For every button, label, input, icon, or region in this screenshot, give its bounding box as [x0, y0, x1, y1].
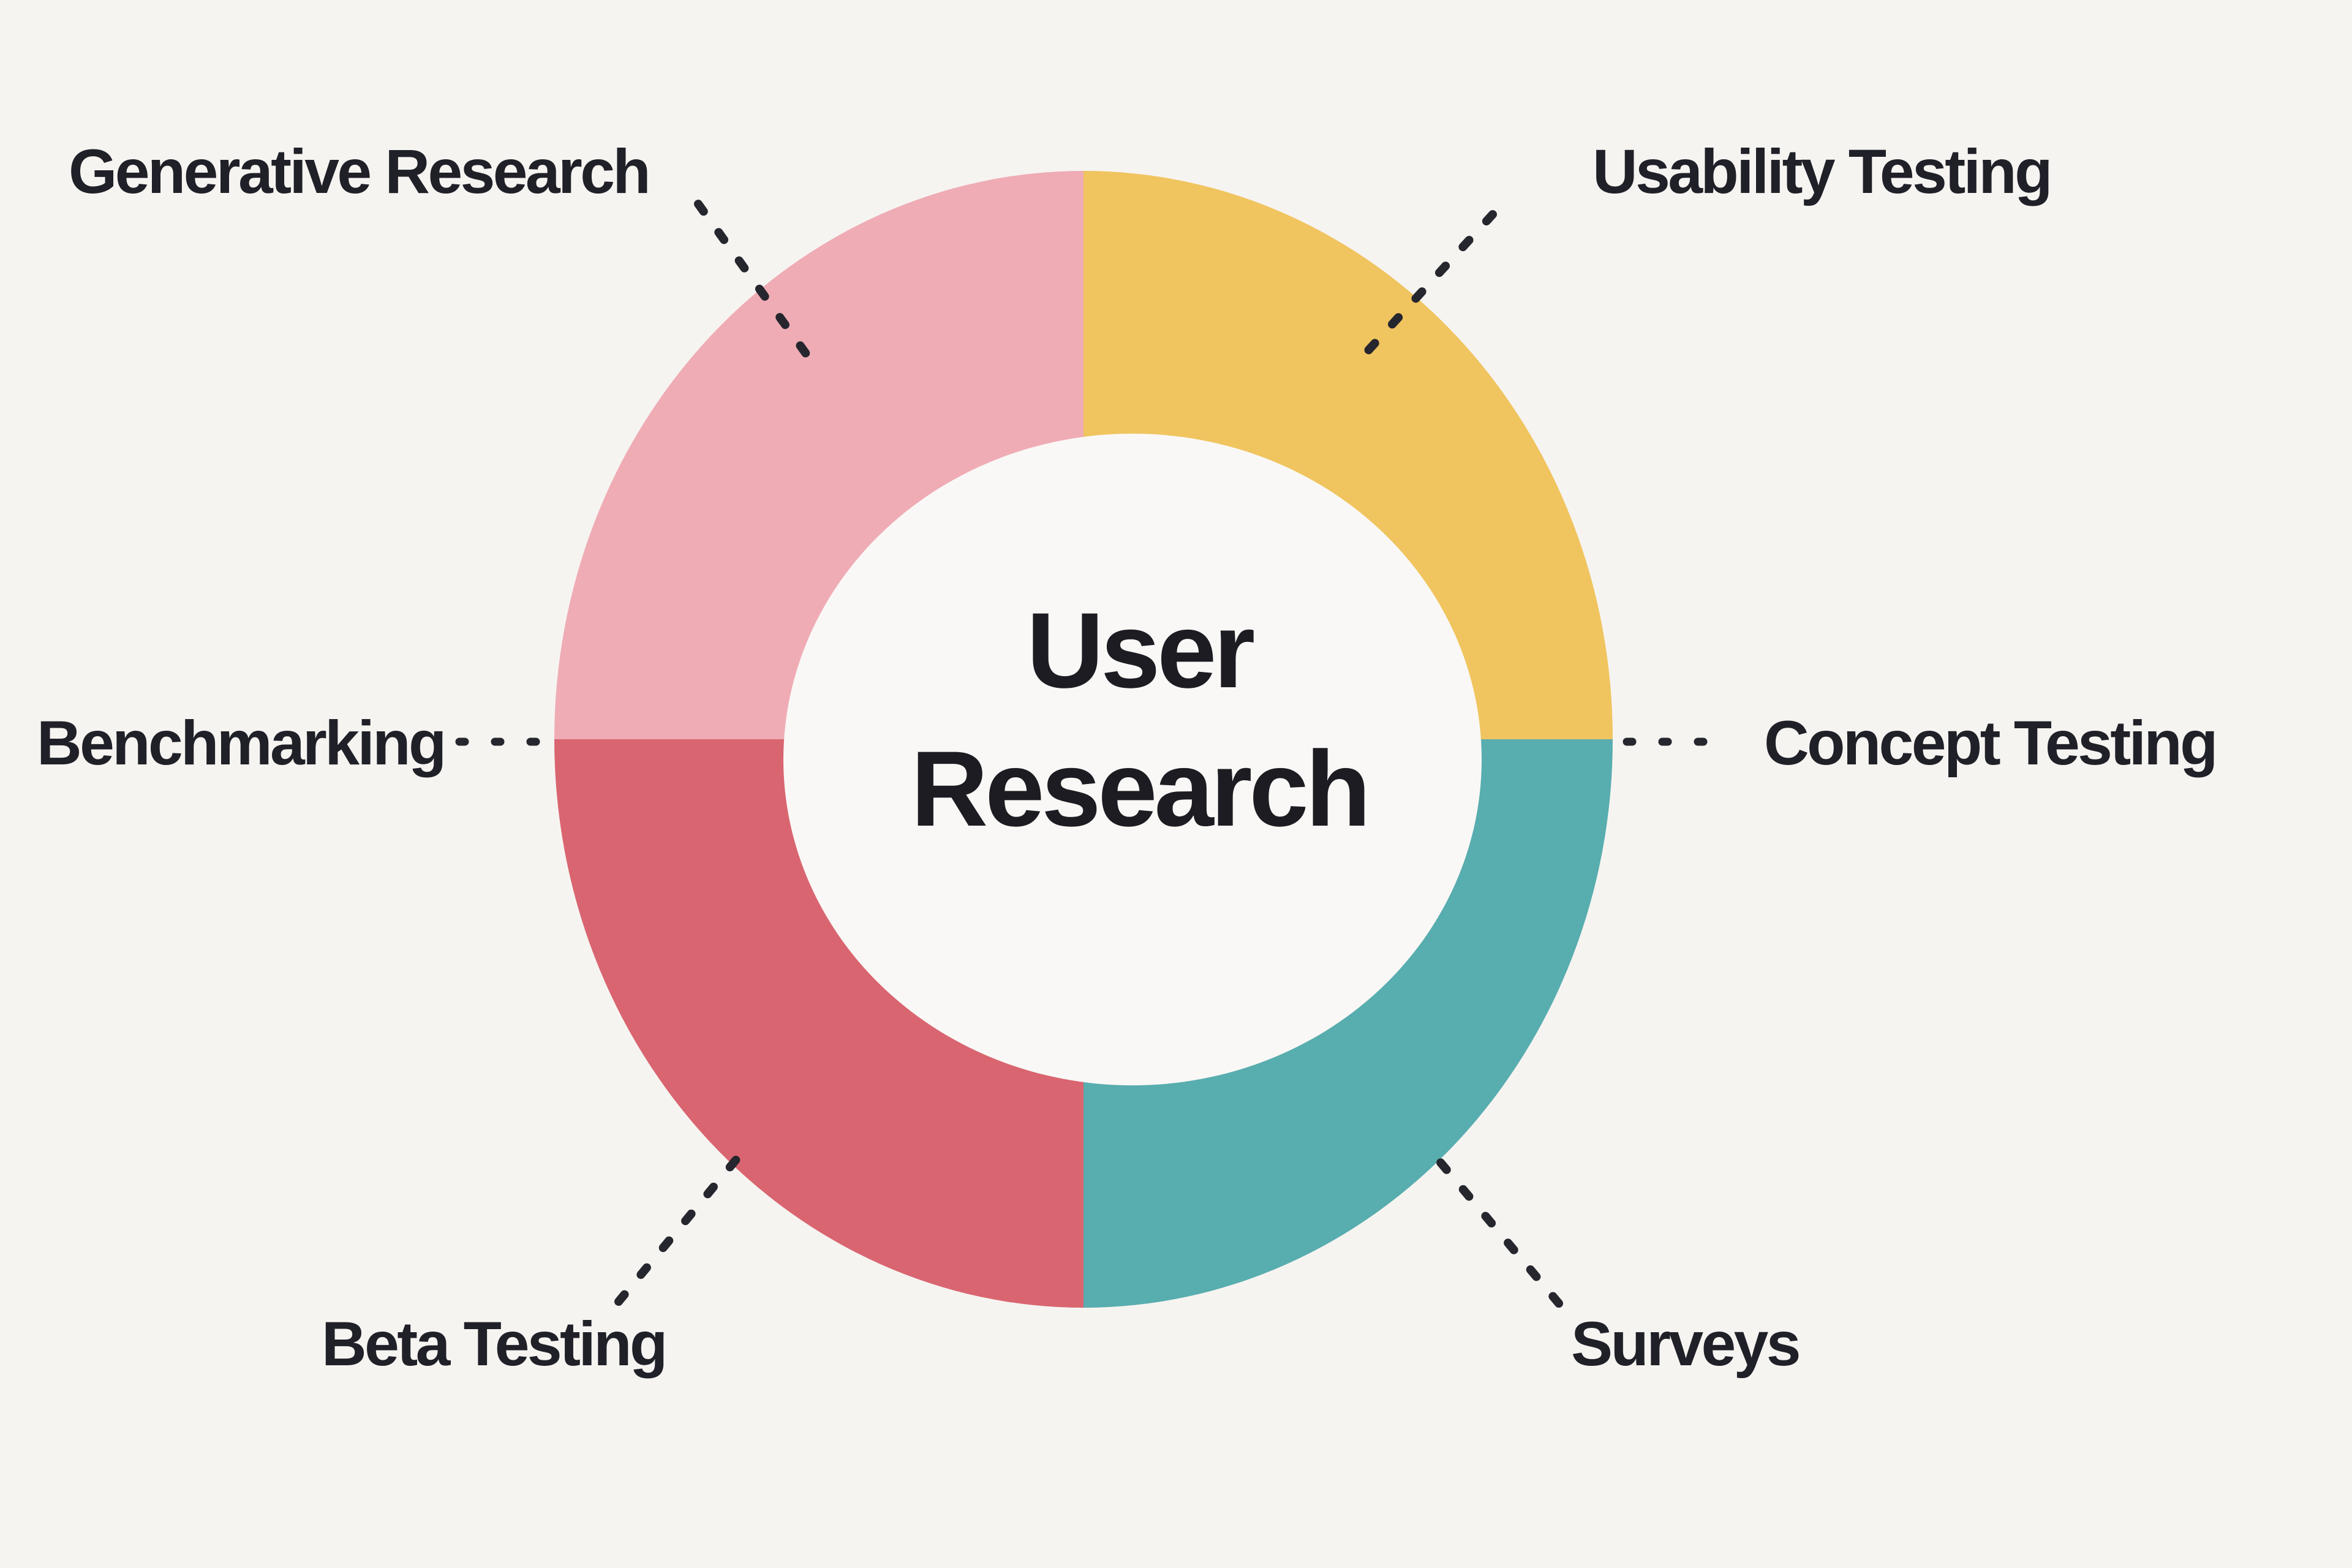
donut-hole — [783, 434, 1482, 1085]
label-beta-testing: Beta Testing — [322, 1309, 668, 1379]
leader-line-beta-testing — [614, 1148, 747, 1306]
leader-line-generative-research — [694, 200, 816, 366]
label-benchmarking: Benchmarking — [37, 708, 447, 778]
leader-line-surveys — [1430, 1150, 1563, 1308]
label-usability-testing: Usability Testing — [1593, 137, 2052, 206]
label-surveys: Surveys — [1571, 1309, 1801, 1379]
leader-line-usability-testing — [1357, 210, 1497, 362]
donut-center-title-line2: Research — [910, 729, 1371, 849]
donut-center-title-line1: User — [1026, 591, 1255, 710]
label-generative-research: Generative Research — [69, 137, 651, 206]
label-concept-testing: Concept Testing — [1764, 708, 2218, 778]
